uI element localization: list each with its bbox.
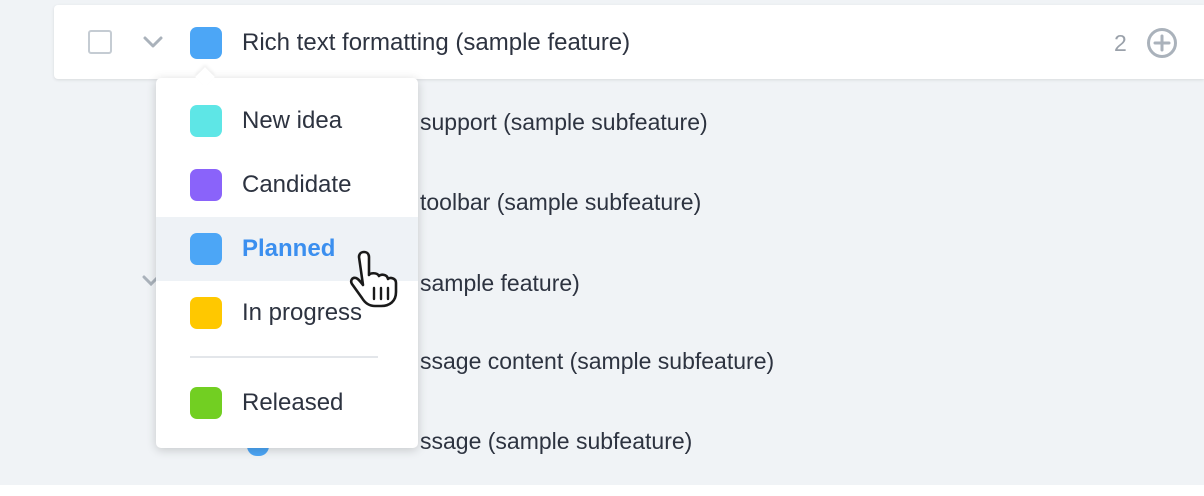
status-option-new-idea[interactable]: New idea	[156, 89, 418, 153]
status-option-released[interactable]: Released	[156, 371, 418, 435]
menu-divider	[190, 356, 378, 358]
status-option-label: In progress	[242, 299, 363, 326]
checkbox-icon[interactable]	[88, 30, 112, 54]
subfeature-row-text: ssage content (sample subfeature)	[420, 348, 775, 374]
feature-row[interactable]: Rich text formatting (sample feature) 2	[54, 5, 1204, 79]
status-dropdown: New idea Candidate Planned In progress R…	[156, 78, 418, 448]
subfeature-row-text: toolbar (sample subfeature)	[420, 189, 702, 215]
status-color-swatch	[190, 387, 222, 419]
chevron-down-icon[interactable]	[142, 274, 158, 288]
status-option-label: Planned	[242, 235, 336, 262]
status-square[interactable]	[190, 27, 222, 59]
hand-pointer-icon	[349, 250, 398, 308]
subfeature-row-text: support (sample subfeature)	[420, 109, 708, 135]
status-dot	[247, 446, 269, 456]
status-option-in-progress[interactable]: In progress	[156, 281, 418, 345]
status-option-planned[interactable]: Planned	[156, 217, 418, 281]
status-color-swatch	[190, 105, 222, 137]
feature-row-text: sample feature)	[420, 270, 580, 296]
status-color-swatch	[190, 169, 222, 201]
subfeature-count: 2	[1114, 30, 1127, 56]
status-option-label: New idea	[242, 107, 343, 134]
subfeature-row-text: ssage (sample subfeature)	[420, 428, 693, 454]
status-option-candidate[interactable]: Candidate	[156, 153, 418, 217]
status-color-swatch	[190, 297, 222, 329]
chevron-down-icon[interactable]	[142, 32, 164, 52]
status-option-label: Released	[242, 389, 344, 416]
status-option-label: Candidate	[242, 171, 352, 198]
next-feature-row	[0, 485, 1204, 496]
feature-title[interactable]: Rich text formatting (sample feature)	[242, 29, 631, 56]
status-color-swatch	[190, 233, 222, 265]
plus-circle-icon[interactable]	[1146, 27, 1178, 59]
